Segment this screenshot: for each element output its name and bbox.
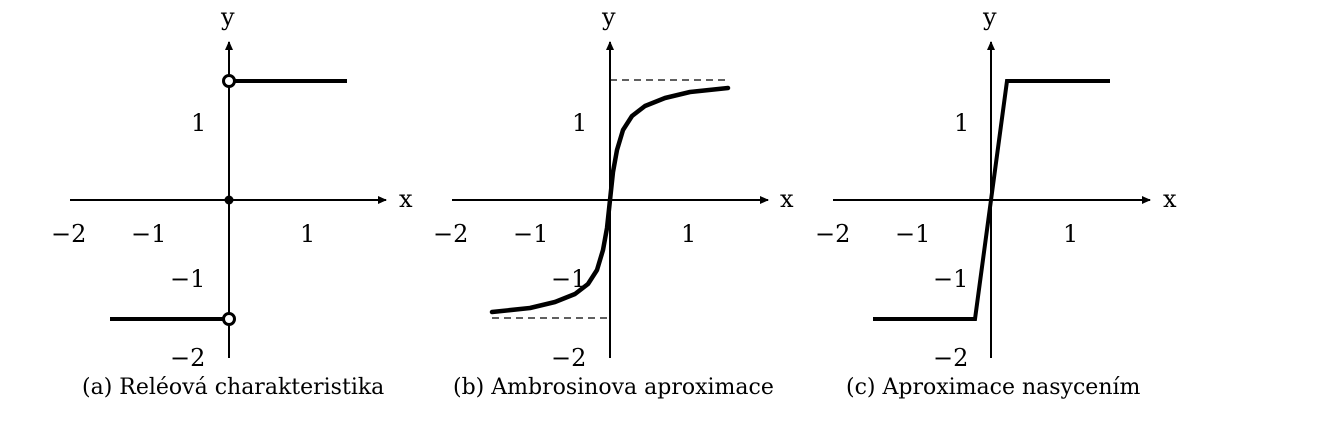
x-tick-label: 1 [300,220,315,248]
panel-saturation: x y −2 −1 1 1 −1 −2 (c) Aproximace nasyc… [815,3,1177,400]
y-tick-label: −2 [551,344,586,372]
x-tick-label: −1 [131,220,166,248]
y-tick-label: 1 [954,109,969,137]
panel-caption: (b) Ambrosinova aproximace [453,375,774,400]
y-axis-label: y [601,3,616,31]
y-tick-label: 1 [572,109,587,137]
y-tick-label: −1 [933,265,968,293]
x-tick-label: −2 [51,220,86,248]
origin-point [224,195,234,205]
x-tick-label: −1 [513,220,548,248]
x-tick-label: −2 [815,220,850,248]
saturation-curve [873,79,1110,321]
x-tick-label: 1 [1063,220,1078,248]
x-tick-label: 1 [681,220,696,248]
sigmoid-curve [489,85,731,315]
x-tick-label: −2 [433,220,468,248]
open-point-upper [222,74,236,88]
y-tick-label: −2 [933,344,968,372]
panel-caption: (a) Reléová charakteristika [82,375,384,400]
x-axis-label: x [1163,185,1177,213]
panel-relay: x y −2 −1 1 1 −1 −2 (a) Reléová charakte… [51,3,413,400]
y-tick-label: −1 [170,265,205,293]
y-tick-label: 1 [191,109,206,137]
x-axis-label: x [780,185,794,213]
panel-caption: (c) Aproximace nasycením [846,375,1141,400]
y-tick-label: −2 [170,344,205,372]
panel-sigmoid: x y −2 −1 1 1 −1 −2 (b) Ambrosinova apro… [433,3,794,400]
open-point-lower [222,312,236,326]
y-axis-label: y [982,3,997,31]
x-tick-label: −1 [895,220,930,248]
x-axis-label: x [399,185,413,213]
y-axis-label: y [220,3,235,31]
